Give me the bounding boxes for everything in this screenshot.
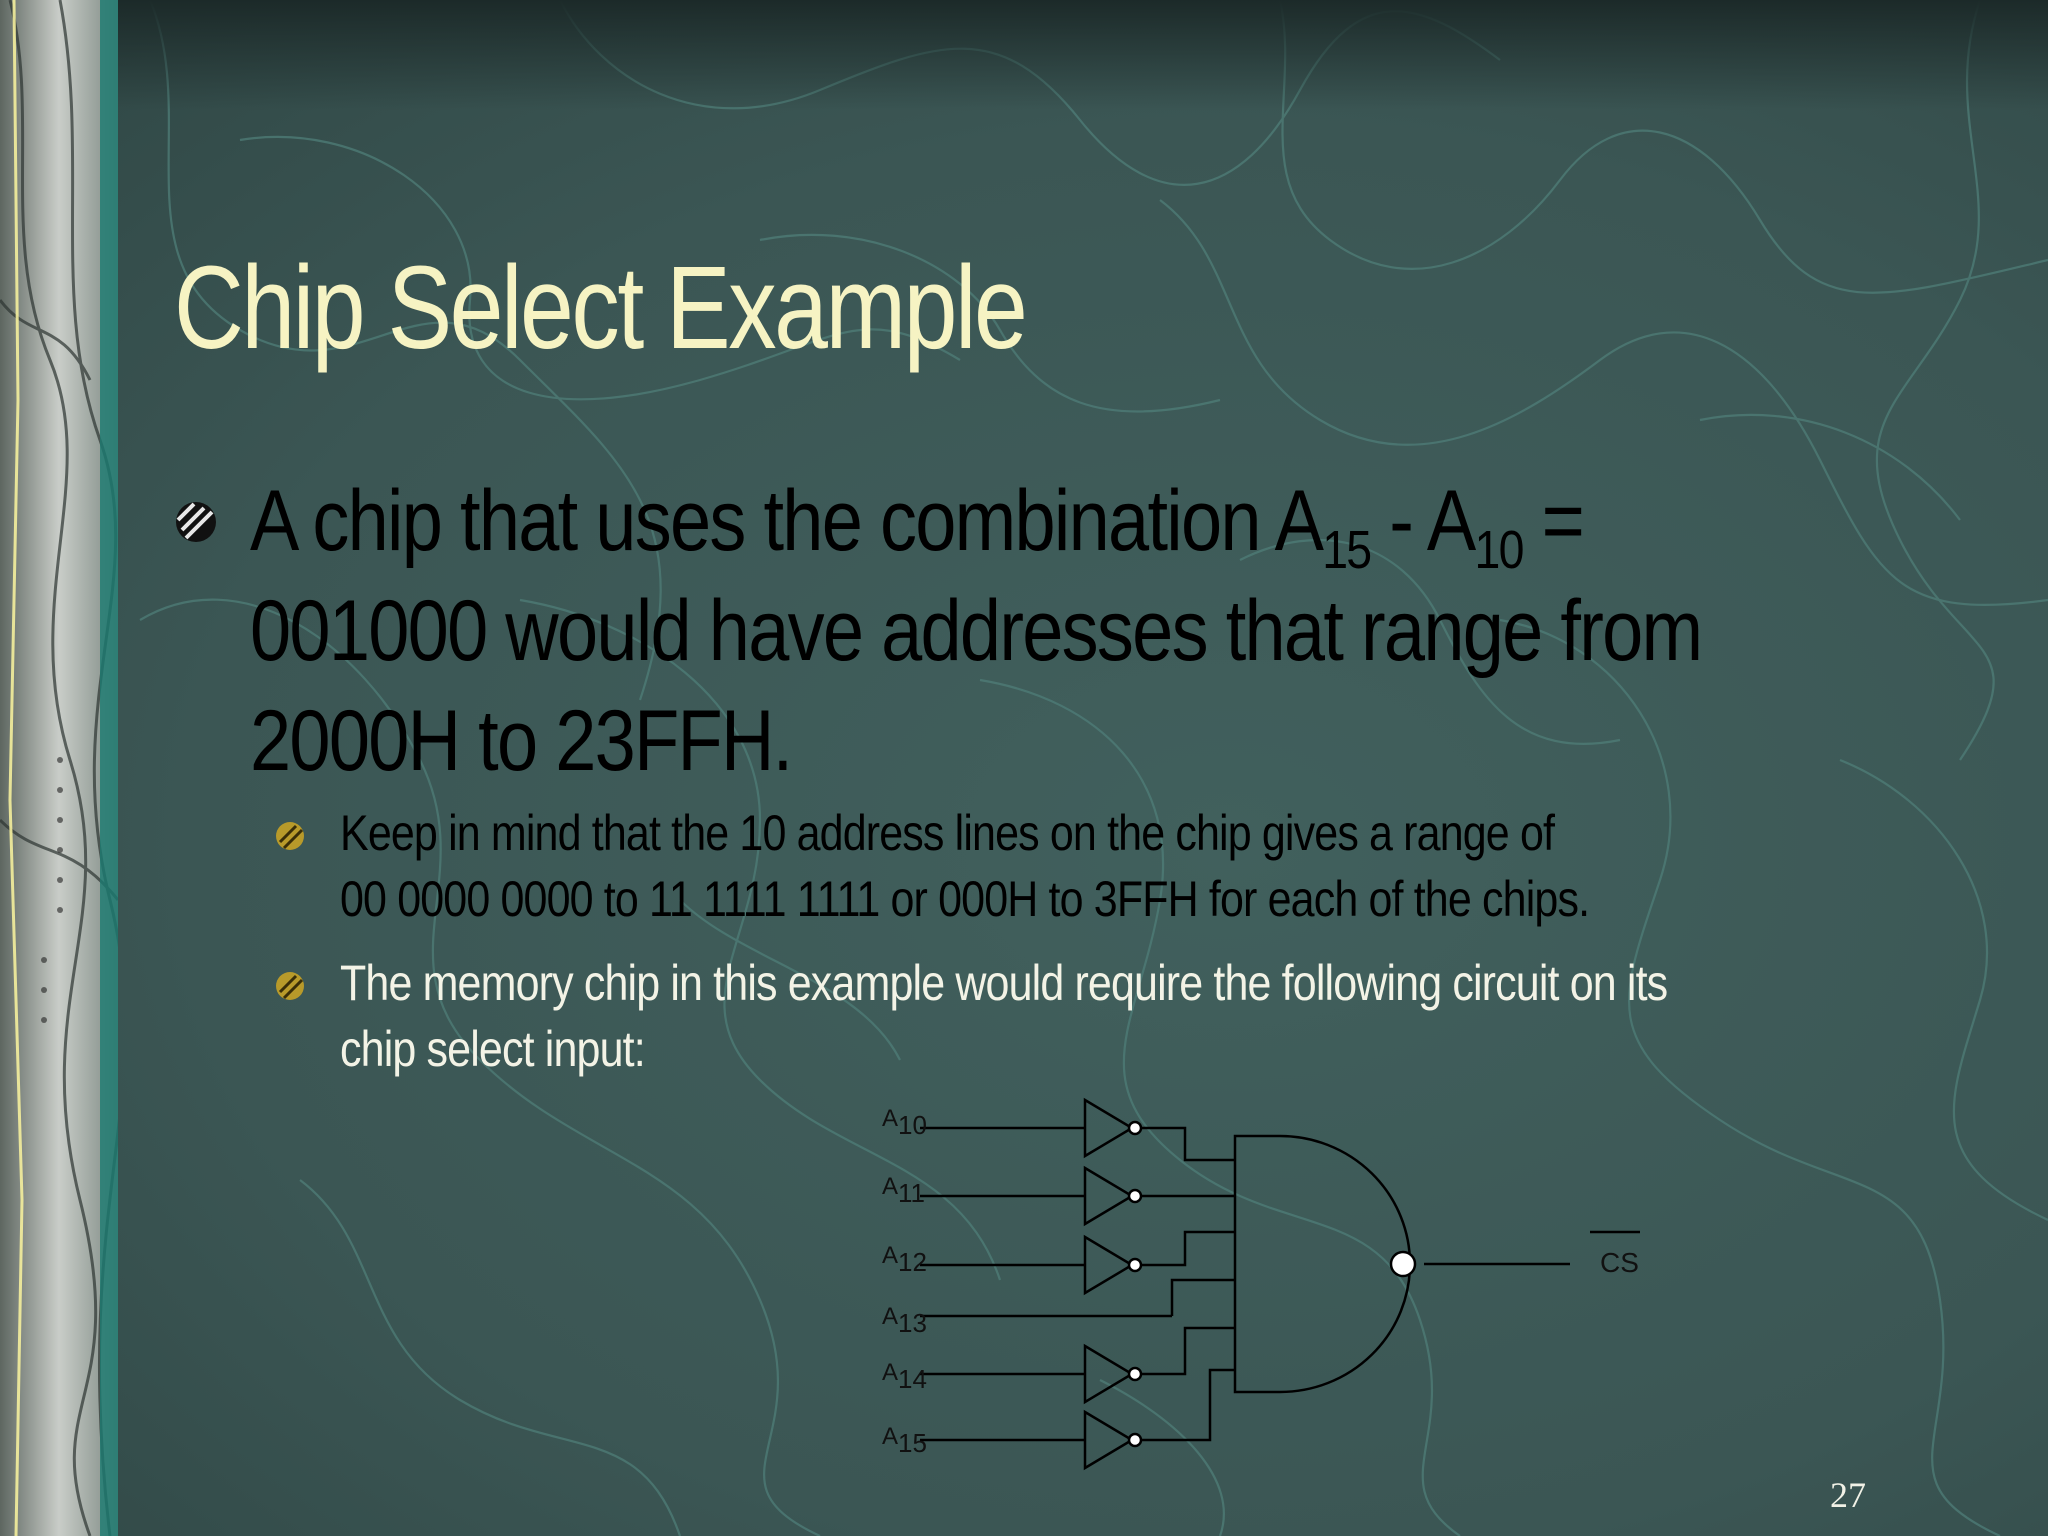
main-bullet-text: A chip that uses the combination A15 - A… (250, 466, 1781, 796)
left-map-strip (0, 0, 118, 1536)
sub-bullet-1-line-1: Keep in mind that the 10 address lines o… (340, 805, 1555, 861)
page-number: 27 (1830, 1475, 1866, 1515)
main-bullet-line-1: A chip that uses the combination A15 - A… (250, 473, 1585, 580)
sub-bullet-1: Keep in mind that the 10 address lines o… (340, 800, 1802, 932)
sub-bullet-icon (276, 822, 304, 850)
output-label-cs: CS (1600, 1247, 1639, 1278)
pin-label-a11: A11 (882, 1173, 925, 1208)
sub-bullet-icon (276, 972, 304, 1000)
main-bullet-line-2: 001000 would have addresses that range f… (250, 583, 1703, 679)
pin-label-a14: A14 (882, 1359, 927, 1394)
main-bullet-icon (176, 502, 216, 542)
sub-bullet-2-line-2: chip select input: (340, 1021, 646, 1077)
pin-label-a12: A12 (882, 1242, 927, 1277)
pin-label-a15: A15 (882, 1423, 927, 1458)
sub-bullet-2-line-1: The memory chip in this example would re… (340, 955, 1668, 1011)
chip-select-circuit: A10 A11 A12 A13 A14 A15 CS (882, 1097, 1640, 1471)
slide-title: Chip Select Example (174, 242, 1028, 374)
main-bullet-line-3: 2000H to 23FFH. (250, 693, 793, 789)
pin-label-a13: A13 (882, 1303, 927, 1338)
top-shade (0, 0, 2048, 110)
pin-label-a10: A10 (882, 1105, 927, 1140)
sub-bullet-2: The memory chip in this example would re… (340, 950, 1802, 1082)
sub-bullet-1-line-2: 00 0000 0000 to 11 1111 1111 or 000H to … (340, 871, 1590, 927)
